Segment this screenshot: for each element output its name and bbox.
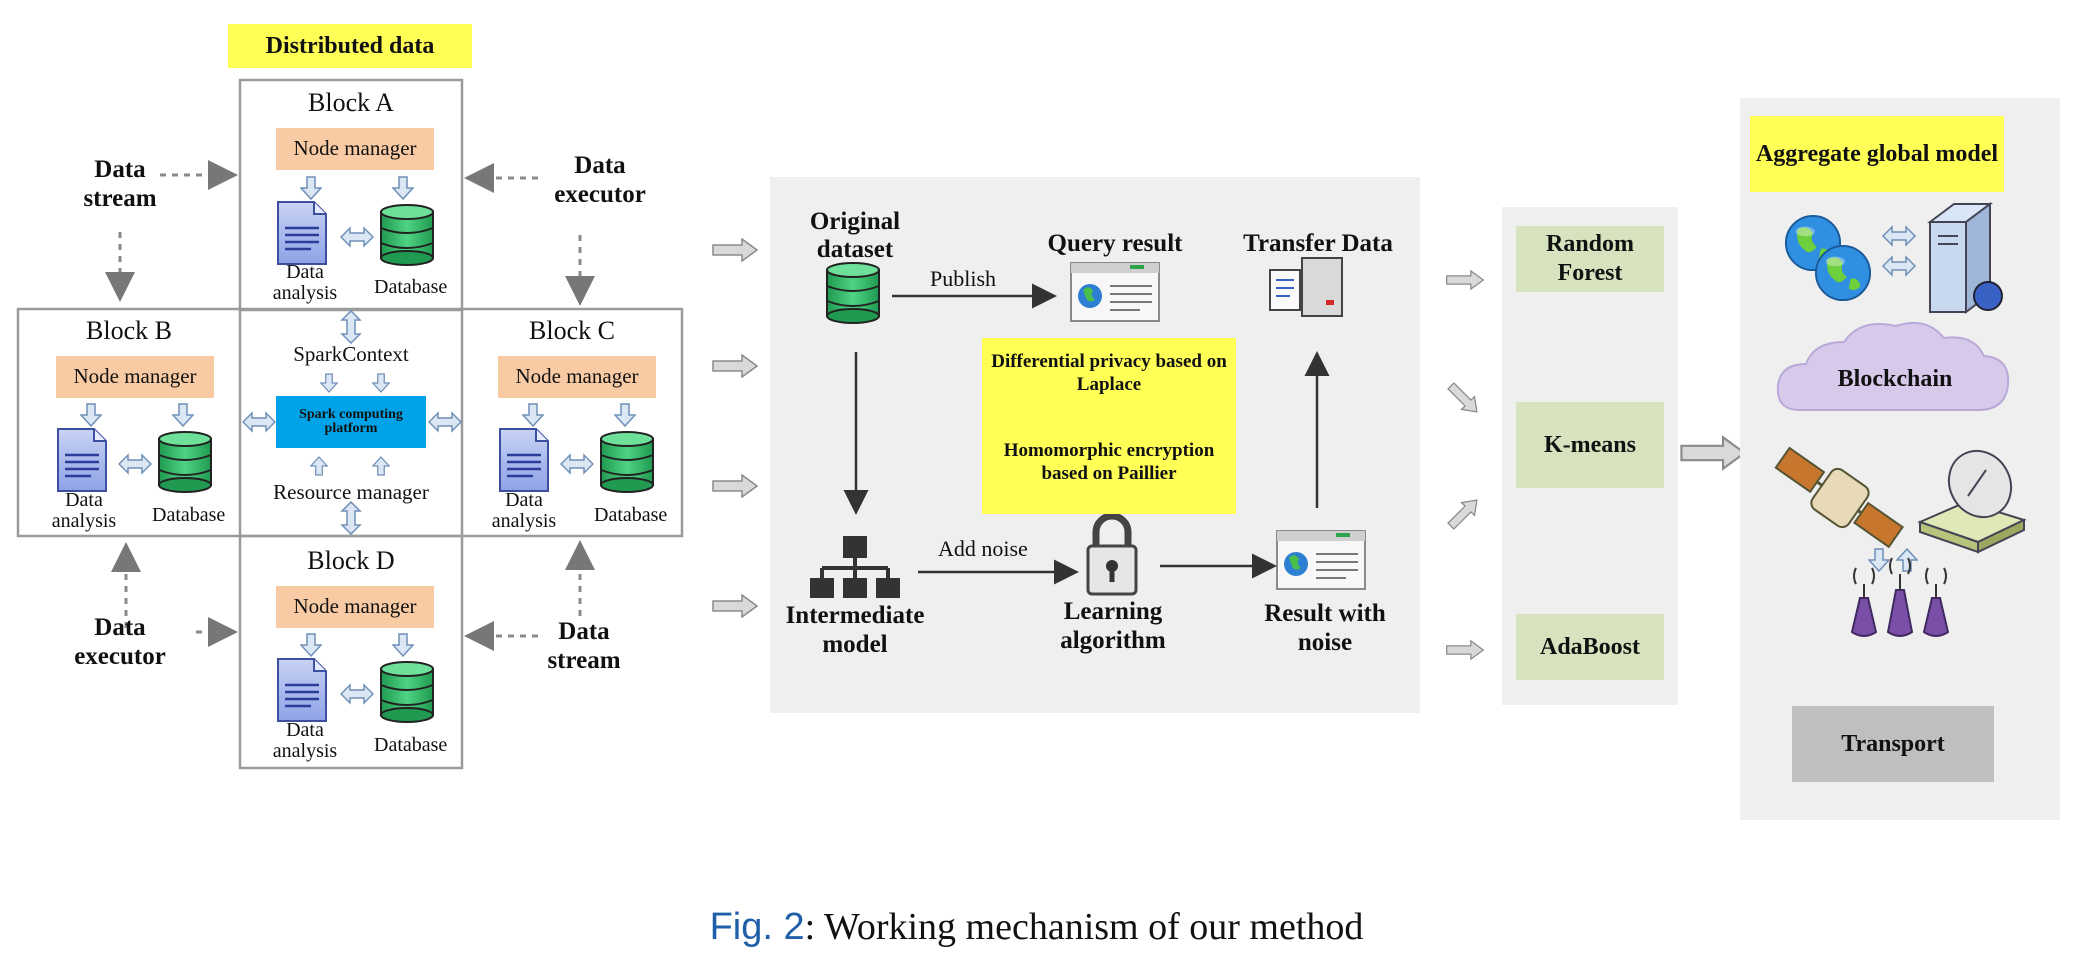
hierarchy-icon: [810, 536, 900, 598]
satellite-icon: [1774, 446, 1904, 549]
differential-privacy-label: Differential privacy based on Laplace: [991, 351, 1227, 395]
aggregate-global-model-label: Aggregate global model: [1750, 116, 2004, 192]
figure-caption: Fig. 2: Working mechanism of our method: [0, 905, 2073, 949]
transport-label: Transport: [1792, 706, 1994, 782]
transfer-data-label: Transfer Data: [1243, 230, 1393, 257]
actor-bottom-left: Data executor: [74, 614, 166, 670]
cloud-icon: [1776, 322, 2010, 411]
resource-manager-label: Resource manager: [273, 480, 429, 504]
homomorphic-encryption-label: Homomorphic encryption based on Paillier: [1003, 440, 1215, 484]
blockchain-label: Blockchain: [1837, 365, 1953, 392]
query-result-label: Query result: [1047, 230, 1183, 257]
figure-number: Fig. 2: [709, 906, 805, 948]
algorithm-adaboost: AdaBoost: [1516, 614, 1664, 680]
radar-dish-icon: [1917, 449, 2027, 554]
block-b-title: Block B: [86, 316, 172, 345]
block-c-title: Block C: [529, 316, 615, 345]
database-icon: [380, 204, 434, 266]
block-d-data-analysis: Data analysis: [272, 719, 338, 762]
actor-top-left: Data stream: [83, 156, 157, 212]
add-noise-label: Add noise: [938, 536, 1028, 561]
block-a-title: Block A: [308, 88, 394, 117]
result-with-noise-label: Result with noise: [1264, 600, 1386, 656]
spark-platform-box: Spark computing platform: [276, 396, 426, 448]
intermediate-model-label: Intermediate model: [785, 602, 925, 658]
spark-context-label: SparkContext: [293, 342, 409, 366]
antenna-icon: [1850, 557, 1950, 637]
block-c-node-manager: Node manager: [498, 356, 656, 398]
algorithm-random-forest: Random Forest: [1516, 226, 1664, 292]
block-a-node-manager: Node manager: [276, 128, 434, 170]
block-d-node-manager: Node manager: [276, 586, 434, 628]
block-b-data-analysis: Data analysis: [51, 489, 117, 532]
actor-bottom-right: Data stream: [547, 618, 621, 674]
block-d-title: Block D: [307, 546, 395, 575]
publish-label: Publish: [930, 266, 997, 291]
distributed-data-label: Distributed data: [228, 24, 472, 68]
block-b-node-manager: Node manager: [56, 356, 214, 398]
figure-caption-text: : Working mechanism of our method: [804, 906, 1364, 948]
document-icon: [276, 200, 328, 266]
browser-window-icon: [1070, 262, 1160, 322]
learning-algorithm-label: Learning algorithm: [1060, 598, 1166, 654]
block-d-database: Database: [374, 734, 448, 756]
block-c-data-analysis: Data analysis: [491, 489, 557, 532]
actor-top-right: Data executor: [554, 152, 646, 208]
block-c-database: Database: [594, 504, 668, 526]
block-a-database: Database: [374, 276, 448, 298]
original-dataset-label: Original dataset: [809, 208, 901, 263]
padlock-icon: [1086, 512, 1138, 596]
block-a-data-analysis: Data analysis: [272, 261, 338, 304]
algorithm-k-means: K-means: [1516, 402, 1664, 488]
privacy-methods-box: Differential privacy based on Laplace Ho…: [982, 338, 1236, 514]
block-b-database: Database: [152, 504, 226, 526]
server-icon: [1269, 257, 1343, 317]
